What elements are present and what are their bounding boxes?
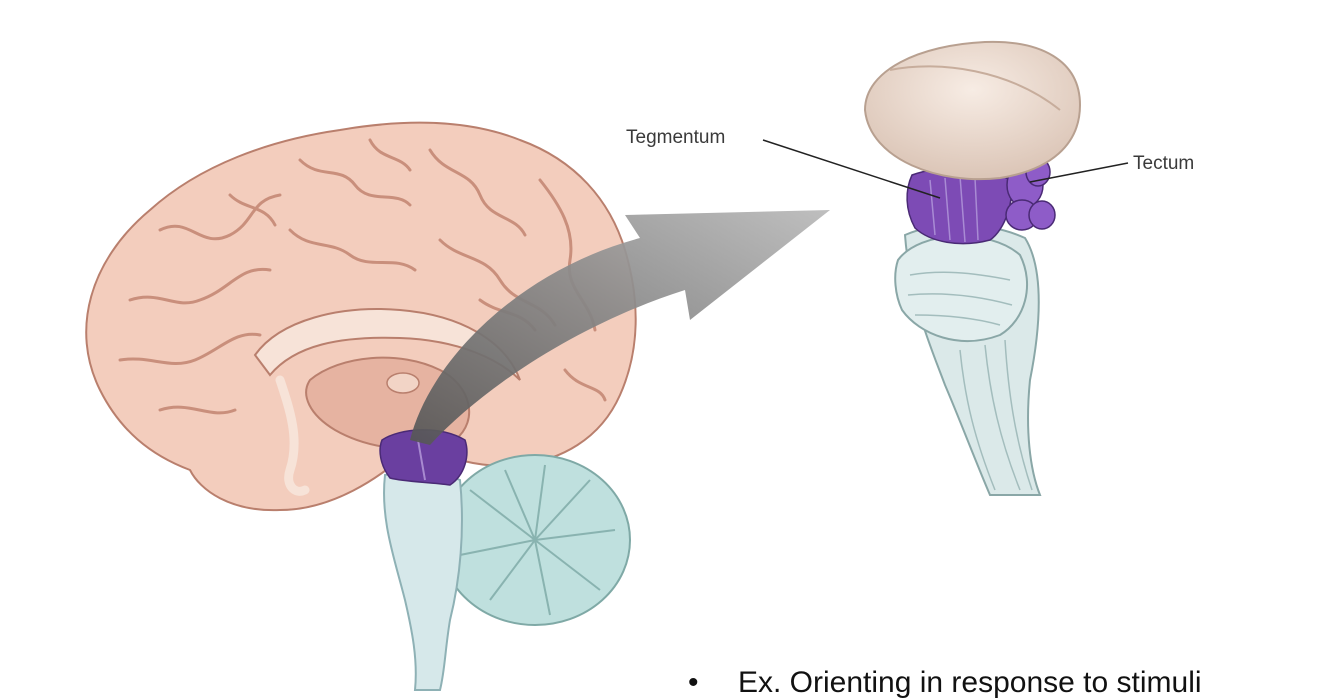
bullet-marker: •: [688, 666, 699, 699]
sagittal-brain: [85, 121, 637, 691]
midbrain-fissure: [417, 439, 426, 481]
closeup-cerebrum-fissure: [889, 65, 1061, 111]
tectum-leader-line: [1029, 162, 1129, 183]
closeup-cerebrum: [863, 40, 1082, 181]
bullet-text: Ex. Orienting in response to stimuli: [738, 666, 1202, 699]
tegmentum-leader-line: [762, 139, 941, 199]
tectum-label: Tectum: [1133, 153, 1195, 174]
corpus-callosum: [253, 308, 521, 381]
tegmentum-label: Tegmentum: [626, 127, 726, 148]
zoom-arrow: [410, 210, 830, 445]
bullet-point: • Ex. Orienting in response to stimuli: [688, 666, 1202, 700]
gyri-grooves: [118, 138, 607, 415]
closeup-pons: [894, 235, 1029, 342]
brainstem: [383, 471, 463, 691]
thalamus-nucleus: [386, 372, 420, 394]
brainstem-closeup: [863, 40, 1082, 496]
cerebellum: [439, 454, 631, 626]
fornix: [275, 375, 310, 496]
closeup-fibers: [907, 271, 1033, 491]
